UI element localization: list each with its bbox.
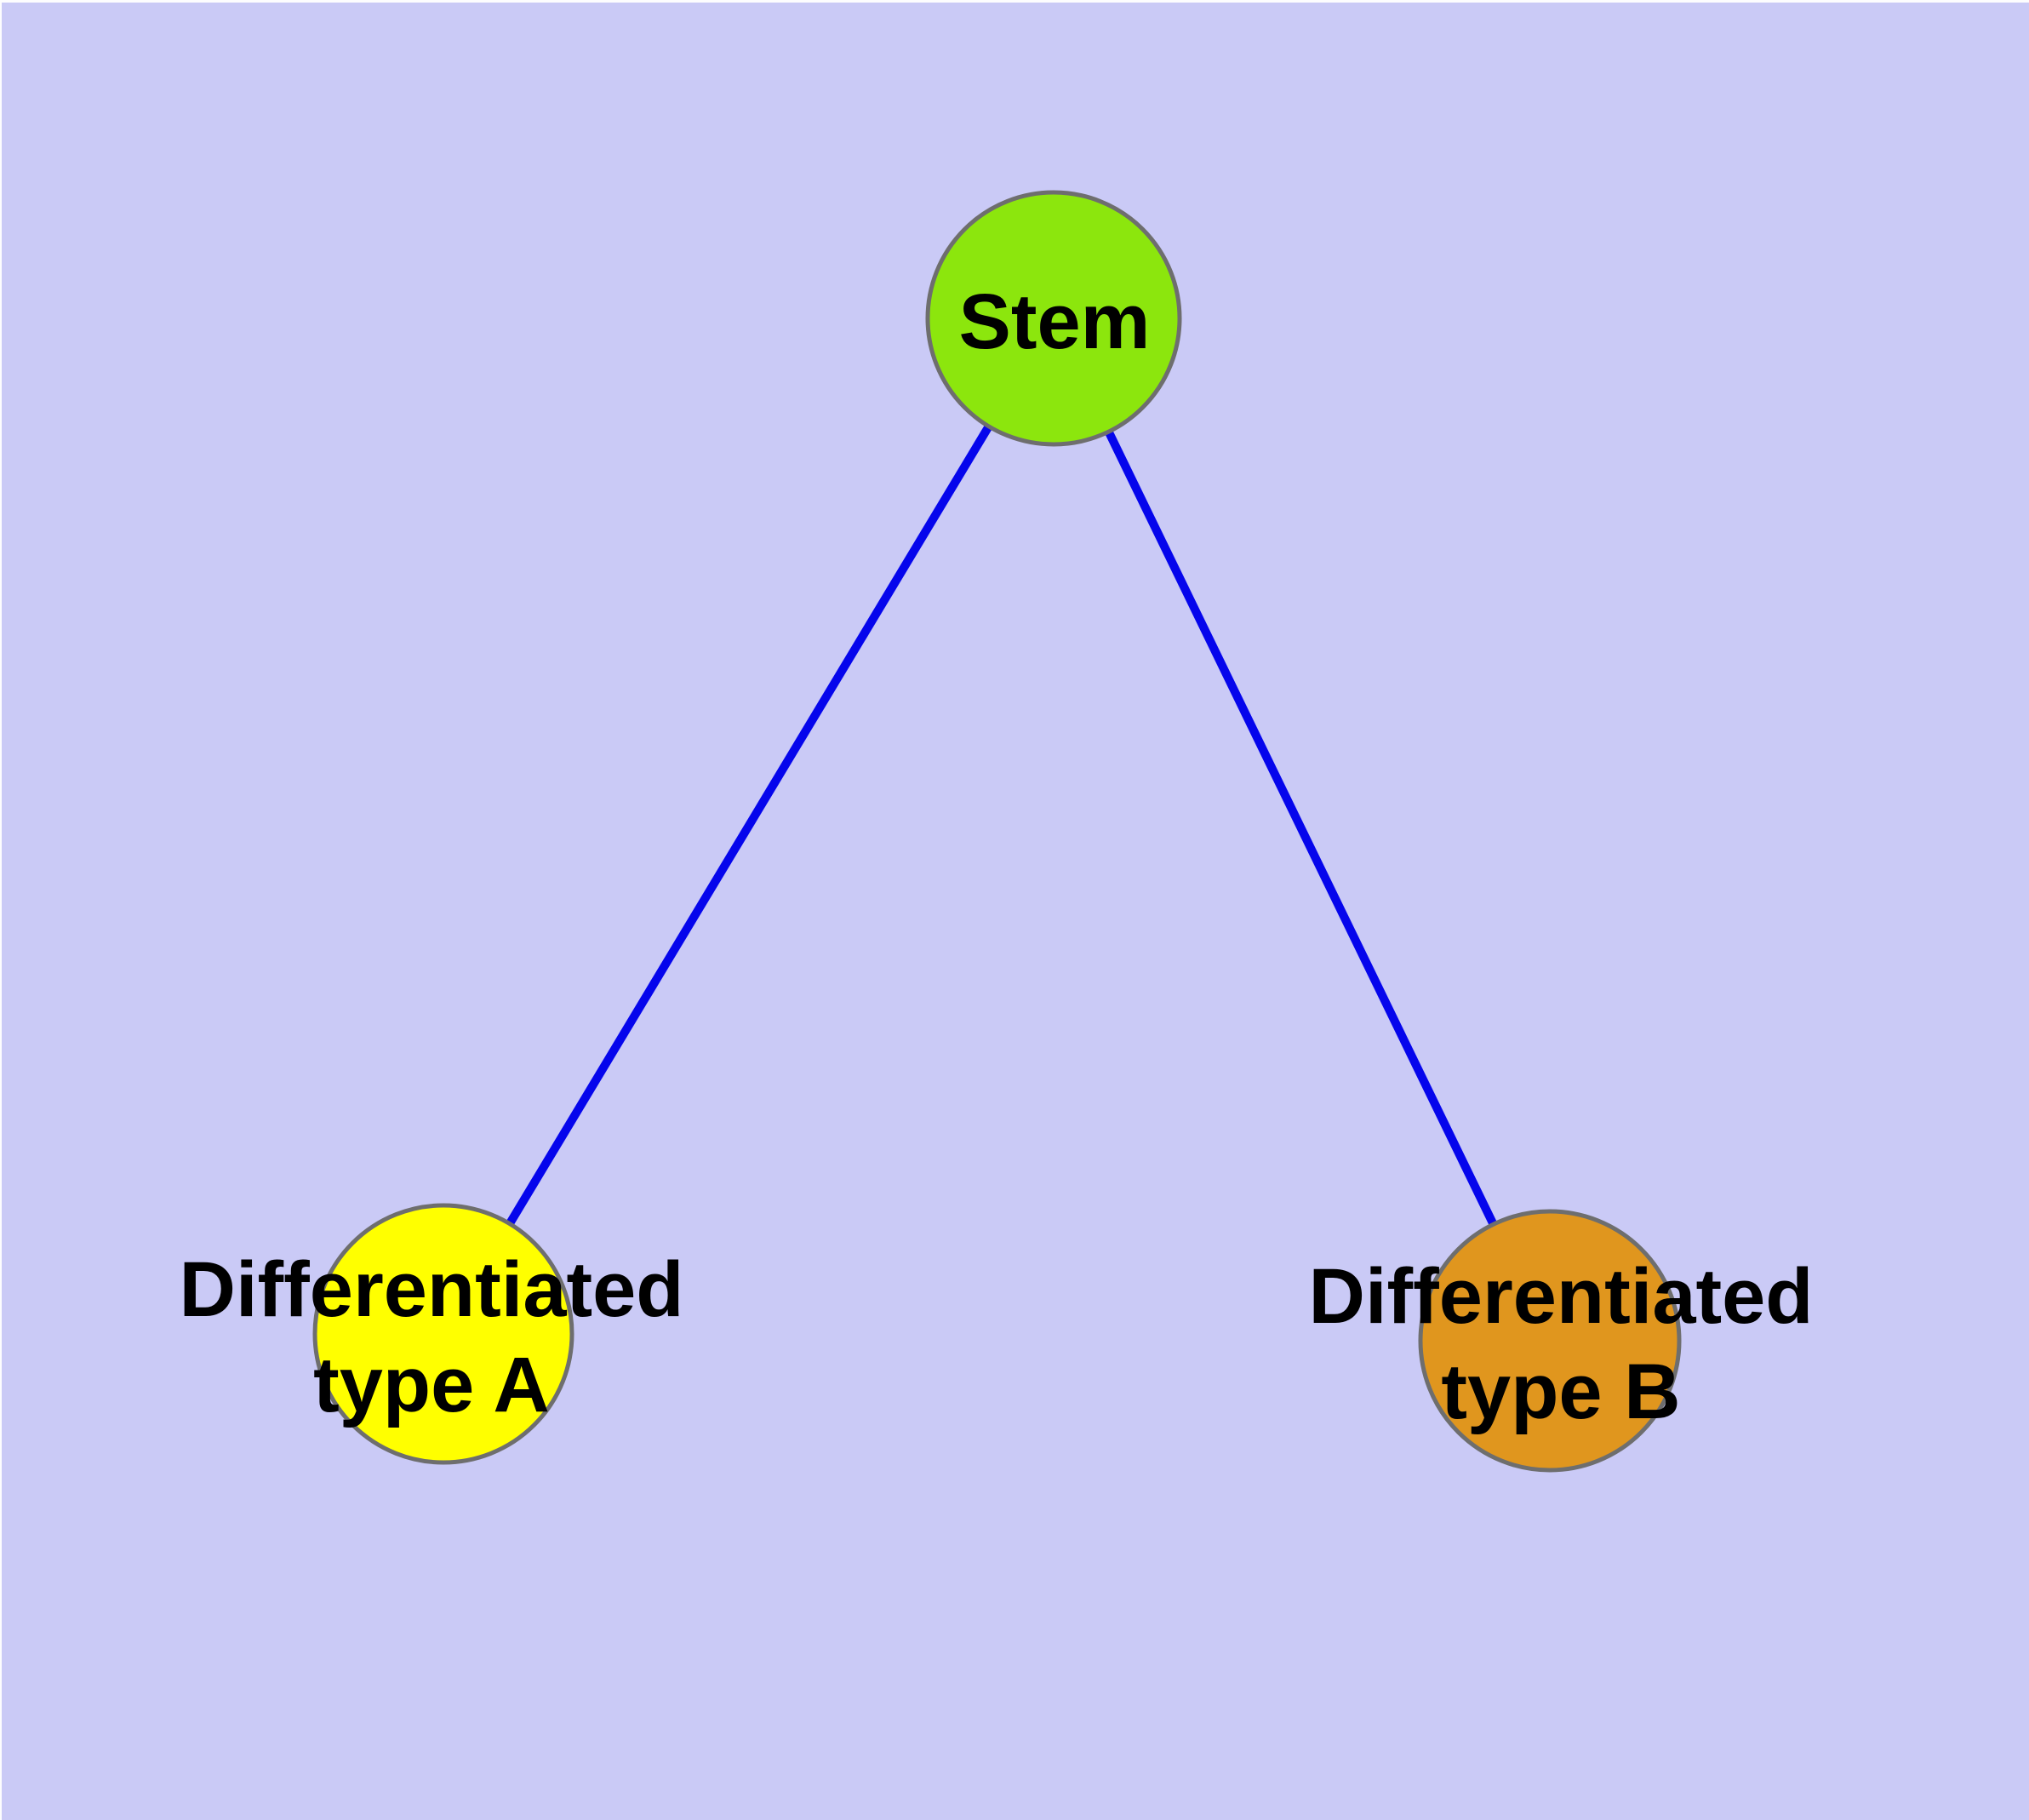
node-stem bbox=[925, 190, 1182, 447]
node-differentiated-type-a bbox=[312, 1203, 574, 1465]
edge-stem-to-type-a bbox=[439, 316, 1058, 1336]
node-differentiated-type-b bbox=[1418, 1209, 1682, 1473]
graph-svg bbox=[2, 3, 2029, 1820]
edge-stem-to-type-b bbox=[1049, 316, 1554, 1343]
